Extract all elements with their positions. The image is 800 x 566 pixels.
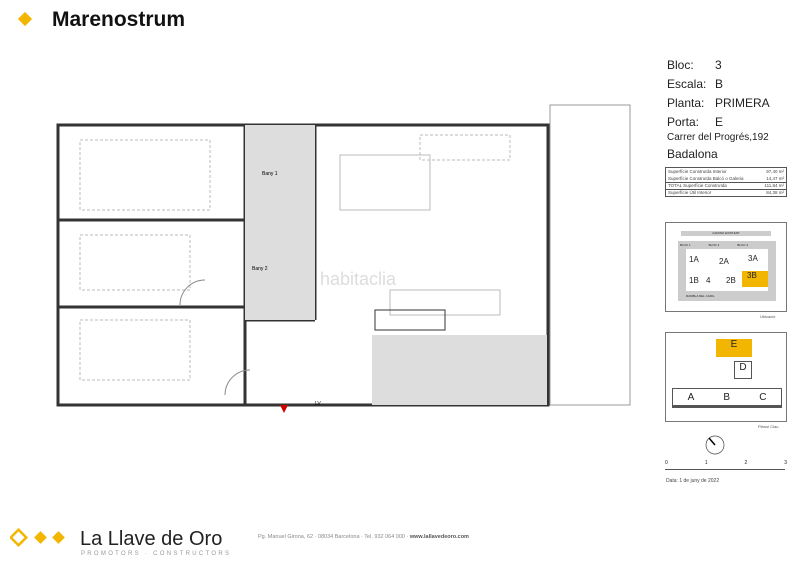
surface-row: Superfície Útil Interior 84,38 m² [666,189,786,196]
surface-value: 14,47 m² [758,175,786,183]
porta-row: Porta: E [667,115,723,129]
north-arrow-icon [705,435,725,455]
scale-tick: 2 [744,460,748,466]
logo-subtitle: PROMOTORS · CONSTRUCTORS [81,551,232,557]
surface-row: Superfície Construïda Balcó o Galeria 14,… [666,175,786,183]
floor-plan: Bany 1 Bany 2 habitaclia LV [56,104,631,413]
unit: 2A [719,257,729,266]
unit: 3A [748,254,758,263]
surface-label: TOTAL Superfície Construïda [668,183,727,188]
location-map: CAMINO EXISTENT BLOC 1 BLOC 2 BLOC 3 1A 2A… [665,222,787,312]
key-plan-caption: Plànol Clau [758,424,779,429]
porta-label: Porta: [667,115,700,129]
surface-value: 97,40 m² [766,169,784,174]
date: Data: 1 de juny de 2022 [666,478,720,484]
scale-tick: 0 [665,460,668,466]
unit: B [723,391,731,403]
kitchen [372,335,547,405]
unit: 1A [689,255,699,264]
website-link[interactable]: www.lallavedeoro.com [409,534,469,540]
scale-tick: 3 [784,460,787,466]
planta-row: Planta: PRIMERA [667,96,770,110]
bloc-label: Bloc: [667,58,694,72]
ly-label: LV [315,401,321,407]
bany-1-label: Bany 1 [262,171,278,177]
watermark: habitaclia [320,269,397,289]
surfaces-table: Superfície Construïda Interior 97,40 m² S… [665,167,787,197]
balcony [549,104,631,406]
unit-highlight: E [716,339,752,357]
title-diamond-icon [17,11,33,27]
scale-ticks: 0 1 2 3 [665,460,787,466]
city: Badalona [667,147,718,161]
unit: 1B [689,276,699,285]
footer-address: Pg. Manuel Girona, 62 · 08034 Barcelona … [258,534,410,540]
unit-highlight: 3B [742,271,768,287]
key-plan: E D A B C [665,332,787,422]
street-bottom: RAMBLA DEL CARIL [686,294,715,298]
logo-diamonds-icon [10,528,65,548]
entrance-arrow-icon [280,405,288,413]
location-caption: Ubicació [760,314,776,319]
bloc-labels: BLOC 1 BLOC 2 BLOC 3 [680,243,748,247]
surface-row: TOTAL Superfície Construïda 111,84 m² [666,182,786,189]
bloc-value: 3 [715,58,722,72]
logo-text: La Llave de Oro [80,528,223,550]
bloc-label: BLOC 3 [737,243,749,247]
unit: D [734,361,752,379]
escala-label: Escala: [667,77,707,91]
planta-label: Planta: [667,96,705,110]
unit: 4 [706,276,711,285]
surface-label: Superfície Útil Interior [668,190,712,196]
planta-value: PRIMERA [715,96,770,110]
bany-2 [245,213,315,320]
key-plan-block: A B C [672,388,782,408]
bloc-row: Bloc: 3 [667,58,722,72]
bany-2-label: Bany 2 [252,266,268,272]
surface-value: 84,38 m² [766,190,784,196]
street-top: CAMINO EXISTENT [681,231,771,236]
unit: A [687,391,695,403]
footer-contact: Pg. Manuel Girona, 62 · 08034 Barcelona … [258,534,469,540]
unit: C [759,391,767,403]
porta-value: E [715,115,724,129]
bloc-label: BLOC 1 [680,243,691,247]
bloc-label: BLOC 2 [708,243,720,247]
escala-row: Escala: B [667,77,723,91]
scale-bar [665,466,785,470]
address: Carrer del Progrés,192 [667,132,769,143]
escala-value: B [715,77,724,91]
surface-row: Superfície Construïda Interior 97,40 m² [666,168,786,175]
scale-tick: 1 [704,460,708,466]
unit: 2B [726,276,736,285]
surface-label: Superfície Construïda Balcó o Galeria [668,175,744,181]
surface-label: Superfície Construïda Interior [668,169,727,174]
page-title: Marenostrum [52,8,186,31]
map-units: 1A 2A 3A 1B 4 2B 3B [686,249,768,291]
surface-value: 111,84 m² [764,183,784,188]
bany-1 [245,125,315,213]
